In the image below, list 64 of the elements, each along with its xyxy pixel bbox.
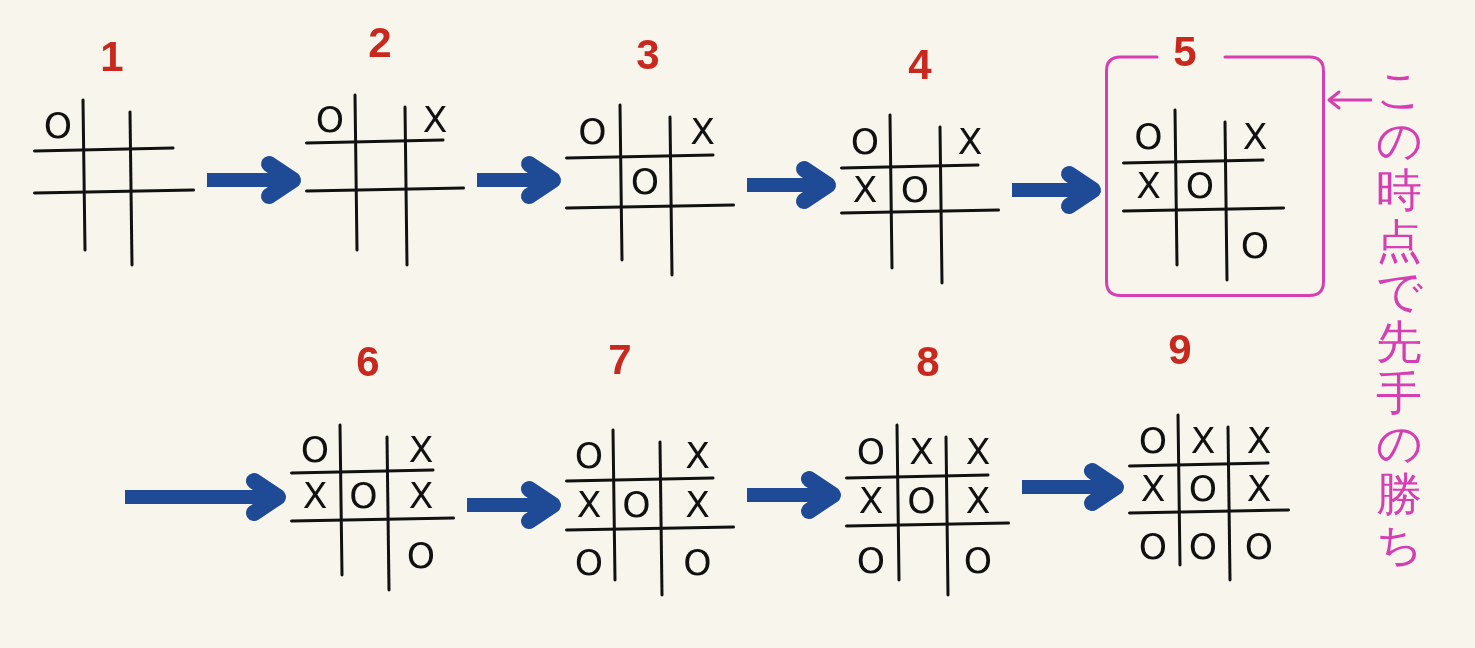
board-mark: O: [683, 545, 712, 581]
board-mark: X: [852, 171, 878, 208]
board-mark: X: [690, 114, 715, 150]
step-number: 8: [916, 338, 940, 386]
board-mark: X: [576, 486, 602, 523]
board-mark: O: [907, 483, 936, 519]
board-mark: O: [43, 108, 73, 144]
flow-arrow: [125, 473, 286, 521]
board-mark: X: [1140, 470, 1166, 507]
step-number: 1: [100, 33, 124, 81]
annotation-text: この時点で先手の勝ち: [1376, 64, 1422, 570]
board-mark: O: [315, 101, 345, 138]
flow-arrow: [1022, 463, 1124, 511]
flow-arrow: [1012, 166, 1101, 214]
board-mark: O: [578, 114, 607, 150]
board-mark: O: [1134, 119, 1163, 155]
board-mark: X: [1136, 168, 1161, 204]
board-mark: O: [1240, 228, 1270, 264]
step-number: 9: [1168, 326, 1192, 374]
board-mark: X: [1242, 119, 1268, 155]
step-number: 4: [908, 41, 932, 89]
board-mark: X: [965, 483, 991, 519]
board-mark: X: [957, 124, 983, 160]
board-mark: O: [1188, 470, 1218, 507]
board-mark: O: [1188, 529, 1218, 565]
board-mark: O: [856, 543, 886, 579]
board-mark: O: [574, 438, 604, 474]
board-mark: O: [850, 124, 880, 160]
board-mark: O: [300, 431, 330, 468]
board-mark: X: [408, 431, 434, 468]
board-mark: X: [302, 478, 328, 514]
board-mark: O: [630, 164, 660, 200]
board-mark: X: [408, 478, 434, 514]
board-mark: O: [1244, 529, 1274, 565]
board-mark: O: [1185, 168, 1215, 204]
flow-arrow: [747, 161, 836, 209]
board-mark: O: [1138, 529, 1168, 565]
board-mark: X: [685, 486, 710, 523]
board-mark: O: [900, 171, 930, 208]
board-mark: O: [622, 486, 651, 523]
board-mark: X: [1246, 470, 1272, 507]
board-mark: O: [349, 478, 378, 514]
step-number: 2: [368, 19, 392, 67]
board-mark: X: [685, 438, 710, 474]
step-number: 6: [356, 338, 380, 386]
board-mark: X: [1190, 423, 1216, 459]
flow-arrow: [477, 156, 561, 204]
board-mark: O: [1138, 423, 1168, 459]
step-number: 7: [608, 336, 632, 384]
step-number: 5: [1173, 28, 1197, 76]
board-mark: O: [406, 538, 436, 574]
board-mark: X: [965, 434, 991, 470]
flow-arrow: [207, 156, 301, 204]
board-mark: X: [909, 434, 934, 470]
board-mark: X: [1246, 423, 1272, 459]
step-number: 3: [636, 31, 660, 79]
board-mark: X: [422, 101, 448, 138]
board-mark: O: [963, 543, 993, 579]
board-mark: O: [574, 545, 604, 581]
flow-arrow: [747, 471, 841, 519]
board-mark: X: [858, 483, 884, 519]
board-mark: O: [856, 434, 886, 470]
flow-arrow: [467, 481, 561, 529]
leader-arrow: [1327, 90, 1372, 110]
